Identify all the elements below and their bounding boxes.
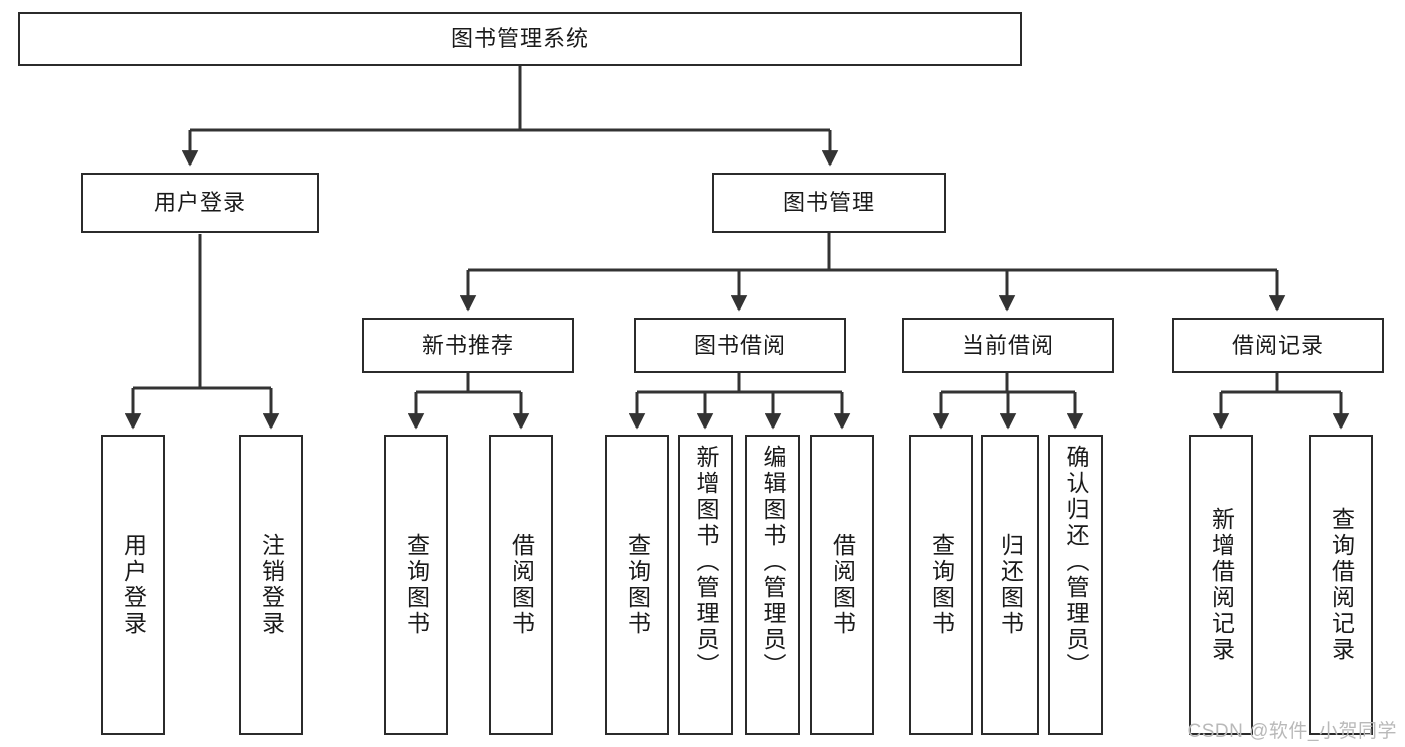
node-leaf-query-book-3[interactable]: 查询图书 (909, 435, 973, 735)
node-branch-book-management-label: 图书管理 (782, 190, 875, 216)
node-leaf-logout[interactable]: 注销登录 (239, 435, 303, 735)
node-leaf-add-borrow-record-label: 新增借阅记录 (1208, 507, 1235, 663)
node-leaf-borrow-book-1[interactable]: 借阅图书 (489, 435, 553, 735)
node-branch-user-login-label: 用户登录 (153, 190, 246, 216)
node-category-new-book-recommend-label: 新书推荐 (421, 332, 514, 358)
node-leaf-user-login-label: 用户登录 (120, 533, 147, 637)
node-leaf-add-book-admin-label: 新增图书（管理员） (693, 445, 719, 679)
node-leaf-borrow-book-2[interactable]: 借阅图书 (810, 435, 874, 735)
node-category-borrow-record-label: 借阅记录 (1231, 332, 1324, 358)
node-leaf-query-book-2[interactable]: 查询图书 (605, 435, 669, 735)
node-category-current-borrow-label: 当前借阅 (961, 332, 1054, 358)
node-branch-user-login[interactable]: 用户登录 (81, 173, 319, 233)
node-leaf-query-book-1[interactable]: 查询图书 (384, 435, 448, 735)
node-leaf-edit-book-admin-label: 编辑图书（管理员） (760, 445, 786, 679)
node-root-label: 图书管理系统 (450, 26, 589, 52)
node-leaf-query-book-1-label: 查询图书 (403, 533, 430, 637)
node-leaf-edit-book-admin[interactable]: 编辑图书（管理员） (745, 435, 800, 735)
watermark: CSDN @软件_小贺同学 (1187, 721, 1397, 742)
node-leaf-query-book-2-label: 查询图书 (624, 533, 651, 637)
node-leaf-user-login[interactable]: 用户登录 (101, 435, 165, 735)
node-leaf-query-book-3-label: 查询图书 (928, 533, 955, 637)
node-leaf-add-book-admin[interactable]: 新增图书（管理员） (678, 435, 733, 735)
node-leaf-borrow-book-1-label: 借阅图书 (508, 533, 535, 637)
node-category-book-borrow-label: 图书借阅 (693, 332, 786, 358)
node-leaf-confirm-return-admin[interactable]: 确认归还（管理员） (1048, 435, 1103, 735)
node-leaf-add-borrow-record[interactable]: 新增借阅记录 (1189, 435, 1253, 735)
node-category-book-borrow[interactable]: 图书借阅 (634, 318, 846, 373)
node-leaf-return-book-label: 归还图书 (997, 533, 1024, 637)
node-leaf-return-book[interactable]: 归还图书 (981, 435, 1039, 735)
node-category-current-borrow[interactable]: 当前借阅 (902, 318, 1114, 373)
node-root[interactable]: 图书管理系统 (18, 12, 1022, 66)
node-leaf-logout-label: 注销登录 (258, 533, 285, 637)
node-leaf-query-borrow-record-label: 查询借阅记录 (1328, 507, 1355, 663)
node-leaf-confirm-return-admin-label: 确认归还（管理员） (1063, 445, 1089, 679)
node-branch-book-management[interactable]: 图书管理 (712, 173, 946, 233)
node-leaf-query-borrow-record[interactable]: 查询借阅记录 (1309, 435, 1373, 735)
node-category-borrow-record[interactable]: 借阅记录 (1172, 318, 1384, 373)
node-category-new-book-recommend[interactable]: 新书推荐 (362, 318, 574, 373)
node-leaf-borrow-book-2-label: 借阅图书 (829, 533, 856, 637)
